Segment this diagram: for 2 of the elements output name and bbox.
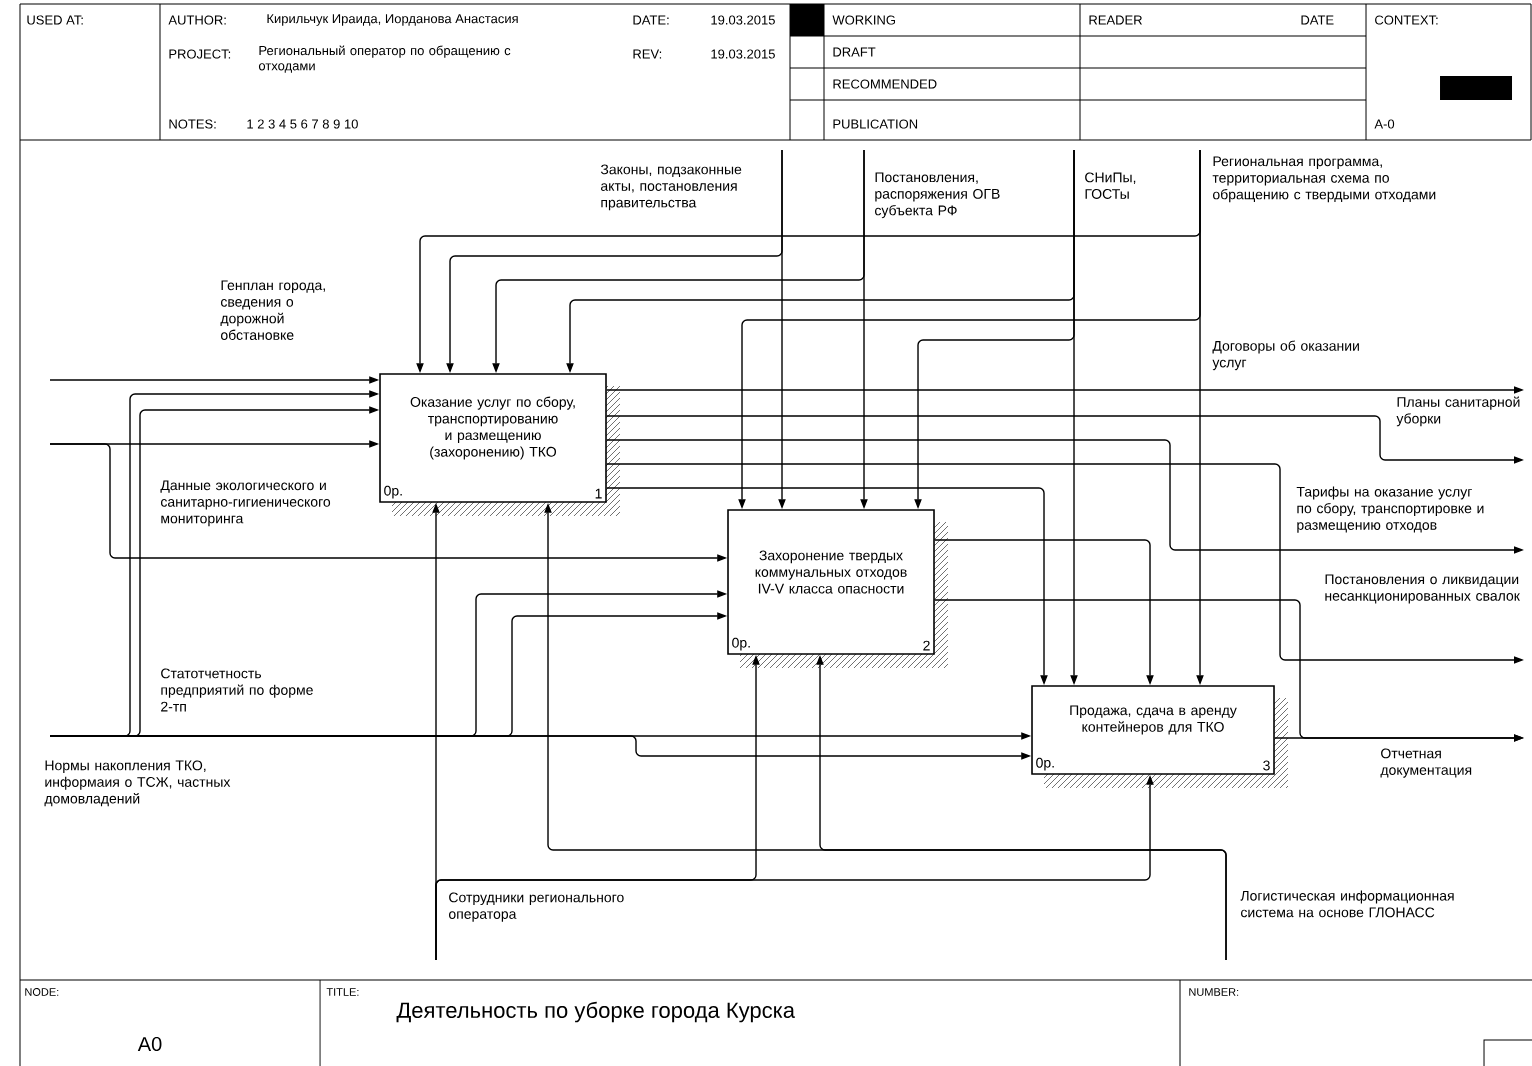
diagram-title: Деятельность по уборке города Курска	[396, 1001, 795, 1023]
node-number: A0	[137, 1036, 162, 1052]
